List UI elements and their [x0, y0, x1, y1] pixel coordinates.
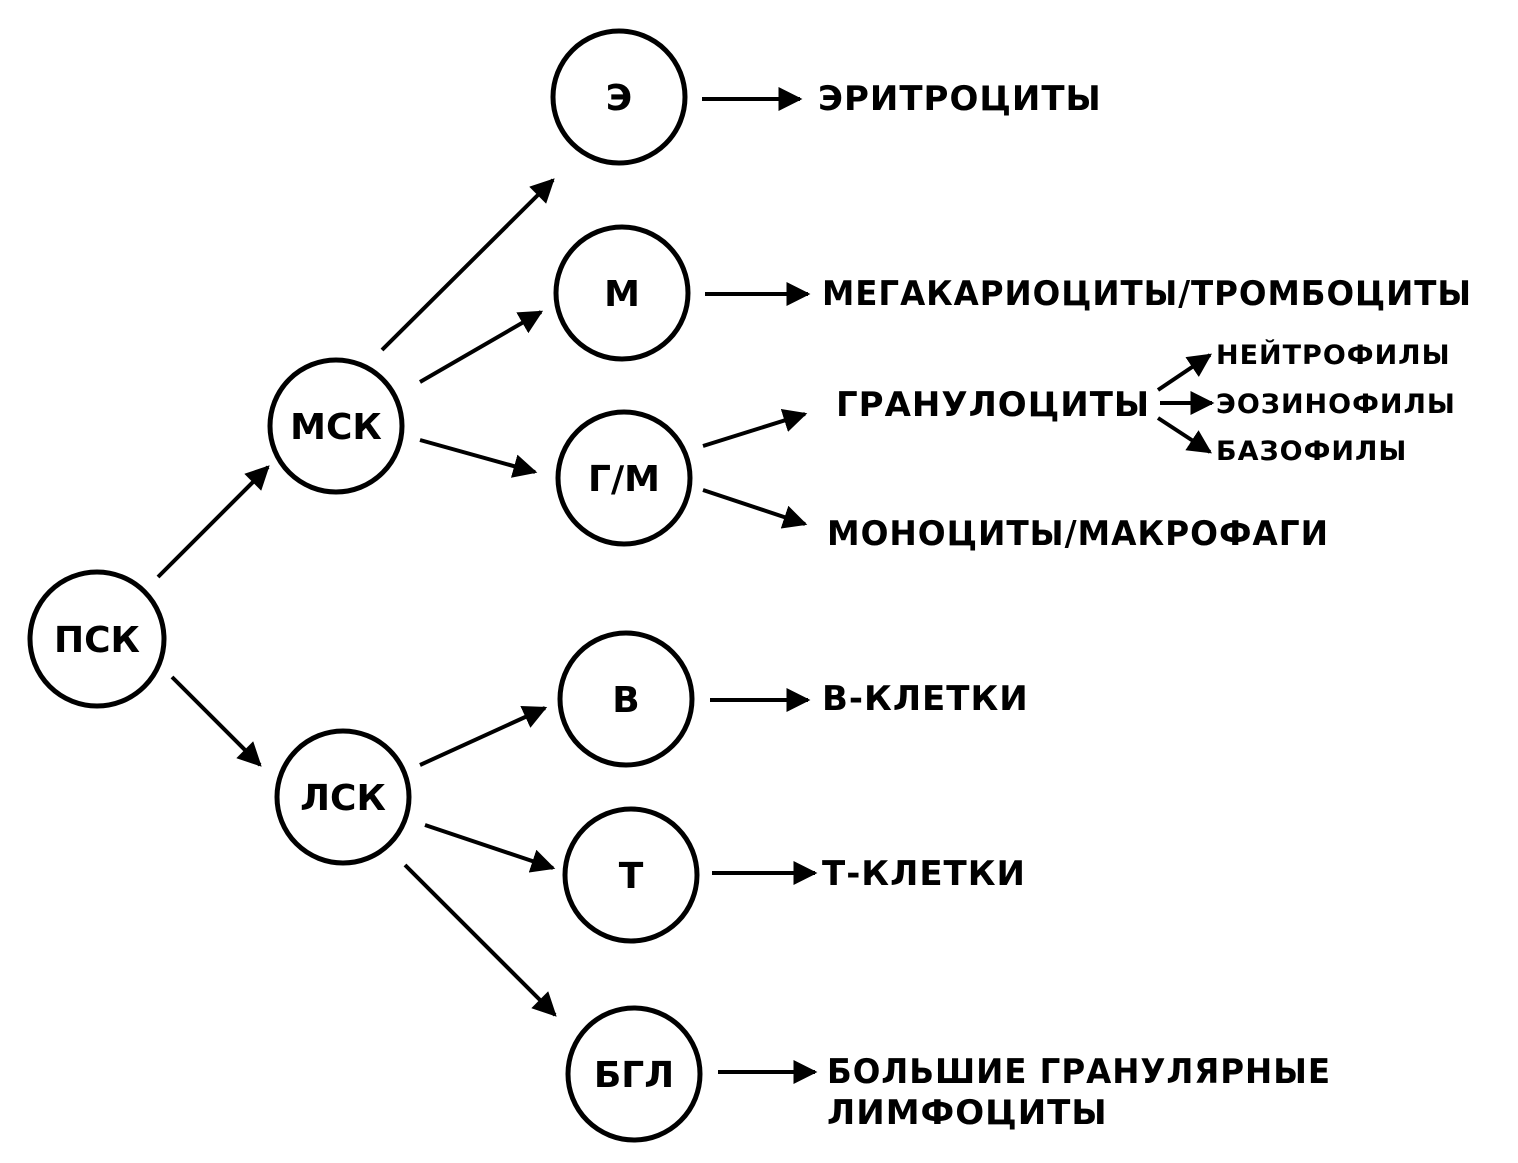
label-t-cells: Т-КЛЕТКИ [822, 854, 1026, 894]
node-bgl-label: БГЛ [594, 1055, 674, 1096]
node-b-circle [557, 630, 695, 768]
output-labels: ЭРИТРОЦИТЫ МЕГАКАРИОЦИТЫ/ТРОМБОЦИТЫ ГРАН… [818, 79, 1472, 1133]
label-erythrocytes: ЭРИТРОЦИТЫ [818, 79, 1102, 119]
node-e-circle [550, 28, 688, 166]
node-t-circle [562, 806, 700, 944]
edge-gm-granulocytes [702, 409, 808, 448]
node-t: Т [562, 806, 700, 944]
label-neutrophils: НЕЙТРОФИЛЫ [1216, 339, 1451, 371]
node-t-label: Т [619, 856, 644, 897]
node-psk-label: ПСК [54, 620, 140, 661]
edge-psk-lsk [170, 675, 262, 767]
label-basophils: БАЗОФИЛЫ [1216, 436, 1407, 467]
node-m: М [553, 224, 691, 362]
label-lgl-line2: ЛИМФОЦИТЫ [827, 1093, 1108, 1133]
label-eosinophils: ЭОЗИНОФИЛЫ [1216, 389, 1456, 420]
node-e-label: Э [606, 78, 632, 119]
node-bgl-circle [565, 1005, 703, 1143]
node-psk: ПСК [27, 569, 167, 709]
node-gm-label: Г/М [588, 459, 660, 500]
edge-psk-msk [156, 465, 270, 579]
node-m-label: М [604, 274, 640, 315]
node-gm-circle [555, 409, 693, 547]
node-psk-circle [27, 569, 167, 709]
label-lgl-line1: БОЛЬШИЕ ГРАНУЛЯРНЫЕ [827, 1052, 1331, 1092]
node-msk-label: МСК [290, 407, 382, 448]
granulocyte-types: НЕЙТРОФИЛЫ ЭОЗИНОФИЛЫ БАЗОФИЛЫ [1216, 339, 1456, 467]
label-monocytes: МОНОЦИТЫ/МАКРОФАГИ [827, 514, 1329, 554]
label-megakaryocytes: МЕГАКАРИОЦИТЫ/ТРОМБОЦИТЫ [822, 274, 1472, 314]
node-m-circle [553, 224, 691, 362]
node-lsk: ЛСК [274, 728, 412, 866]
node-e: Э [550, 28, 688, 166]
label-granulocytes: ГРАНУЛОЦИТЫ [836, 385, 1150, 425]
node-lsk-circle [274, 728, 412, 866]
node-bgl: БГЛ [565, 1005, 703, 1143]
label-b-cells: В-КЛЕТКИ [822, 679, 1029, 719]
edge-msk-m [418, 310, 544, 384]
node-b: В [557, 630, 695, 768]
edge-lsk-b [419, 706, 548, 767]
edges [156, 87, 1215, 1084]
edge-msk-e [380, 178, 555, 352]
edge-msk-gm [419, 438, 538, 478]
node-lsk-label: ЛСК [300, 778, 386, 819]
edge-lsk-t [424, 823, 556, 873]
edge-granulocytes-neutrophils [1156, 353, 1212, 392]
node-b-label: В [612, 680, 639, 721]
node-msk: МСК [267, 357, 405, 495]
edge-lsk-bgl [403, 863, 557, 1017]
node-msk-circle [267, 357, 405, 495]
edge-granulocytes-basophils [1156, 416, 1213, 454]
edge-gm-monocytes [702, 488, 808, 529]
node-gm: Г/М [555, 409, 693, 547]
